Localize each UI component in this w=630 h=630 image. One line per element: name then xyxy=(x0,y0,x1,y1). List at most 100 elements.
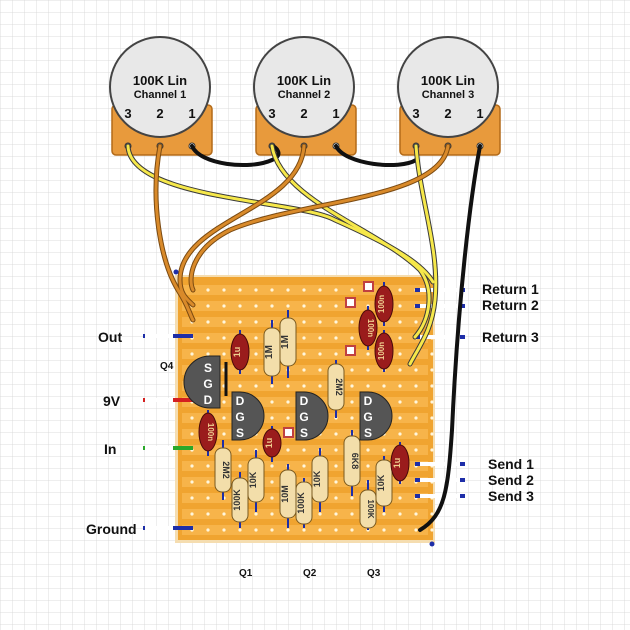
board-hole xyxy=(302,304,306,308)
cap-c1: 1u xyxy=(230,330,250,374)
svg-text:S: S xyxy=(364,426,372,440)
board-hole xyxy=(270,512,274,516)
resistor-r11: 10K xyxy=(375,456,393,512)
board-hole xyxy=(206,336,210,340)
board-hole xyxy=(318,320,322,324)
resistor-r5: 10K xyxy=(247,450,265,512)
yellow-wires xyxy=(125,143,439,367)
label-9v: 9V xyxy=(103,393,121,409)
board-hole xyxy=(238,528,242,532)
board-hole xyxy=(190,432,194,436)
board-hole xyxy=(318,304,322,308)
board-hole xyxy=(334,480,338,484)
board-hole xyxy=(206,352,210,356)
svg-text:1: 1 xyxy=(476,106,483,121)
svg-text:100n: 100n xyxy=(206,423,215,441)
svg-text:1: 1 xyxy=(188,106,195,121)
board-hole xyxy=(334,448,338,452)
board-hole xyxy=(398,304,402,308)
board-hole xyxy=(382,528,386,532)
board-hole xyxy=(206,304,210,308)
svg-text:D: D xyxy=(204,393,213,407)
pot1-channel: Channel 1 xyxy=(134,89,187,101)
connection-dots xyxy=(173,269,435,547)
pot2-value: 100K Lin xyxy=(277,73,331,88)
svg-text:100K: 100K xyxy=(232,489,242,511)
svg-text:G: G xyxy=(203,377,212,391)
board-hole xyxy=(398,320,402,324)
board-hole xyxy=(382,384,386,388)
board-hole xyxy=(270,400,274,404)
board-hole xyxy=(398,288,402,292)
board-hole xyxy=(222,528,226,532)
board-hole xyxy=(254,336,258,340)
board-hole xyxy=(286,448,290,452)
board-hole xyxy=(318,528,322,532)
board-hole xyxy=(190,416,194,420)
resistor-r7: 10M xyxy=(279,464,297,528)
label-send1: Send 1 xyxy=(488,456,534,472)
board-hole xyxy=(414,416,418,420)
svg-text:10K: 10K xyxy=(376,474,386,491)
board-hole xyxy=(222,432,226,436)
board-hole xyxy=(430,400,434,404)
cap-c4: 100n xyxy=(198,410,218,456)
svg-text:S: S xyxy=(236,426,244,440)
board-hole xyxy=(270,288,274,292)
board-hole xyxy=(318,336,322,340)
transistor-q3: D G S xyxy=(359,391,393,441)
resistor-r8: 100K xyxy=(295,478,313,528)
board-hole xyxy=(430,448,434,452)
board-hole xyxy=(254,352,258,356)
board-hole xyxy=(206,512,210,516)
svg-text:1M: 1M xyxy=(264,345,275,359)
label-q2: Q2 xyxy=(303,568,317,579)
label-in: In xyxy=(104,441,116,457)
board-hole xyxy=(270,528,274,532)
board-hole xyxy=(190,480,194,484)
resistor-r4: 2M2 xyxy=(214,440,232,500)
svg-text:1u: 1u xyxy=(264,438,274,449)
board-hole xyxy=(350,288,354,292)
board-hole xyxy=(286,304,290,308)
pot-channel-3: 100K Lin Channel 3 3 2 1 xyxy=(397,36,501,156)
board-hole xyxy=(254,368,258,372)
cap-c5: 100n xyxy=(374,282,394,326)
board-hole xyxy=(334,496,338,500)
svg-text:2M2: 2M2 xyxy=(221,461,231,479)
board-hole xyxy=(398,528,402,532)
transistors: S G D D G S D G S D G S xyxy=(183,355,393,441)
svg-text:1u: 1u xyxy=(232,347,242,358)
pot-channel-2: 100K Lin Channel 2 3 2 1 xyxy=(253,36,357,156)
label-send2: Send 2 xyxy=(488,472,534,488)
board-hole xyxy=(350,368,354,372)
board-hole xyxy=(350,336,354,340)
svg-text:100n: 100n xyxy=(366,319,375,337)
board-hole xyxy=(334,512,338,516)
svg-text:100n: 100n xyxy=(377,295,386,313)
board-hole xyxy=(398,512,402,516)
board-hole xyxy=(414,432,418,436)
svg-text:3: 3 xyxy=(124,106,131,121)
svg-text:S: S xyxy=(204,361,212,375)
board-hole xyxy=(286,400,290,404)
board-hole xyxy=(398,352,402,356)
pot1-value: 100K Lin xyxy=(133,73,187,88)
board-hole xyxy=(222,352,226,356)
svg-text:2M2: 2M2 xyxy=(334,378,344,396)
board-hole xyxy=(302,464,306,468)
board-hole xyxy=(334,464,338,468)
resistor-r3: 2M2 xyxy=(327,360,345,418)
board-hole xyxy=(238,288,242,292)
board-hole xyxy=(414,320,418,324)
transistor-q1: D G S xyxy=(231,391,265,441)
svg-text:D: D xyxy=(236,394,245,408)
svg-text:G: G xyxy=(235,410,244,424)
label-q1: Q1 xyxy=(239,568,253,579)
svg-text:3: 3 xyxy=(412,106,419,121)
board-hole xyxy=(254,320,258,324)
board-hole xyxy=(350,384,354,388)
board-hole xyxy=(206,480,210,484)
board-hole xyxy=(286,416,290,420)
